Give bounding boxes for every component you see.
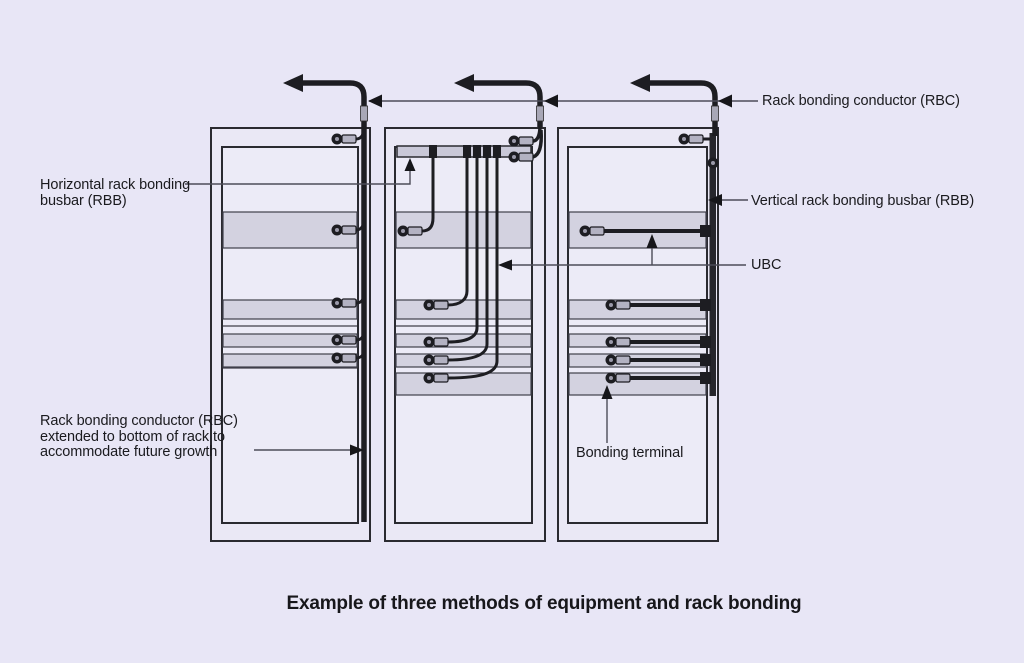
rack-left: [210, 126, 371, 542]
bonding-jumpers: [604, 229, 708, 380]
label-rbc: Rack bonding conductor (RBC): [762, 93, 960, 109]
rack-right: [557, 127, 719, 542]
label-vertical-rbb: Vertical rack bonding busbar (RBB): [751, 193, 975, 209]
arrowhead-ubc-left: [498, 259, 512, 271]
rbc-conductor-left: [298, 80, 367, 522]
label-bonding-terminal: Bonding terminal: [576, 445, 684, 461]
horizontal-busbar-terminal-blocks: [429, 145, 501, 158]
label-horizontal-rbb: Horizontal rack bonding busbar (RBB): [40, 177, 191, 209]
label-ubc: UBC: [751, 257, 782, 273]
rbc-busbar-connector-2: [507, 150, 534, 164]
label-rbc-extended: Rack bonding conductor (RBC) extended to…: [40, 413, 238, 460]
arrowhead-rbc-1: [368, 94, 382, 108]
rbc-arrowhead-middle: [454, 74, 474, 92]
rbc-arrowhead-right: [630, 74, 650, 92]
rbc-busbar-connector-1: [507, 134, 534, 148]
leader-ubc: [504, 247, 746, 266]
ubc-wires: [421, 157, 499, 380]
rbc-conductors: [298, 80, 718, 522]
arrowhead-horizontal-rbb: [404, 158, 416, 171]
rbc-arrowhead-left: [283, 74, 303, 92]
arrowhead-rbc-2: [544, 94, 558, 108]
arrowhead-rbc-3: [718, 94, 732, 108]
rbc-arrowheads: [283, 74, 650, 92]
busbar-connector-center: [711, 161, 715, 165]
rack-middle-equipment-bands: [395, 211, 532, 396]
arrowhead-ubc-up: [646, 234, 658, 248]
rbc-to-busbar-wires: [532, 125, 543, 159]
leader-arrowheads: [350, 94, 732, 456]
arrowhead-rbc-extended: [350, 444, 364, 456]
leader-horizontal-rbb: [185, 170, 411, 185]
arrowhead-bonding-terminal: [601, 385, 613, 399]
rack-middle: [384, 125, 546, 542]
arrowhead-vertical-rbb: [708, 194, 722, 206]
rbc-sleeves: [360, 105, 719, 122]
figure-caption: Example of three methods of equipment an…: [286, 593, 802, 614]
rbc-conductor-right: [645, 80, 718, 136]
jumper-busbar-clamps: [700, 225, 711, 384]
leader-lines: [185, 100, 758, 451]
rbc-conductor-middle: [469, 80, 543, 127]
